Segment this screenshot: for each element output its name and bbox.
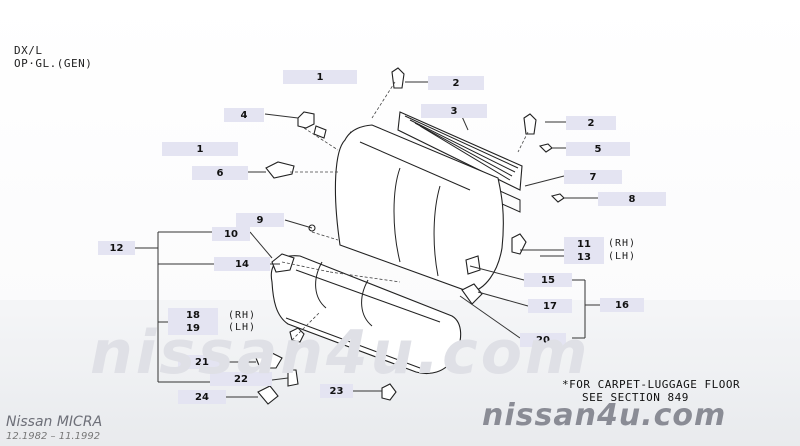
diagram-code-line2: OP·GL.(GEN): [14, 57, 93, 70]
callout-18[interactable]: 18: [168, 308, 218, 322]
callout-7[interactable]: 7: [564, 170, 622, 184]
watermark-large: nissan4u.com: [90, 318, 591, 388]
callout-21[interactable]: 21: [178, 355, 226, 369]
callout-2-right[interactable]: 2: [566, 116, 616, 130]
callout-5[interactable]: 5: [566, 142, 630, 156]
seat-back: [334, 124, 504, 293]
side-label-rh-11: (RH): [608, 238, 637, 249]
side-label-lh-13: (LH): [608, 251, 637, 262]
watermark-small: nissan4u.com: [482, 398, 727, 433]
callout-10[interactable]: 10: [212, 227, 250, 241]
note-line2: SEE SECTION 849: [582, 391, 689, 404]
callout-9[interactable]: 9: [236, 213, 284, 227]
callout-6[interactable]: 6: [192, 166, 248, 180]
callout-24[interactable]: 24: [178, 390, 226, 404]
callout-23[interactable]: 23: [320, 384, 353, 398]
side-label-lh-19: (LH): [228, 322, 257, 333]
footer-dates: 12.1982 – 11.1992: [6, 431, 101, 442]
footer-brand: Nissan MICRA: [6, 414, 103, 430]
callout-8[interactable]: 8: [598, 192, 666, 206]
callout-12[interactable]: 12: [98, 241, 135, 255]
note-line1: *FOR CARPET-LUGGAGE FLOOR: [562, 378, 741, 391]
callout-15[interactable]: 15: [524, 273, 572, 287]
callout-1-upper[interactable]: 1: [283, 70, 357, 84]
callout-17[interactable]: 17: [528, 299, 572, 313]
callout-4[interactable]: 4: [224, 108, 264, 122]
callout-1-lower[interactable]: 1: [162, 142, 238, 156]
callout-13[interactable]: 13: [564, 250, 604, 264]
leader-lines: [135, 81, 600, 398]
callout-22[interactable]: 22: [210, 372, 272, 386]
callout-14[interactable]: 14: [214, 257, 270, 271]
callout-2-left[interactable]: 2: [428, 76, 484, 90]
callout-19[interactable]: 19: [168, 321, 218, 335]
callout-3[interactable]: 3: [421, 104, 487, 118]
callout-16[interactable]: 16: [600, 298, 644, 312]
diagram-code-line1: DX/L: [14, 44, 43, 57]
side-label-rh-18: (RH): [228, 310, 257, 321]
callout-11[interactable]: 11: [564, 237, 604, 251]
callout-20[interactable]: 20: [520, 333, 566, 347]
